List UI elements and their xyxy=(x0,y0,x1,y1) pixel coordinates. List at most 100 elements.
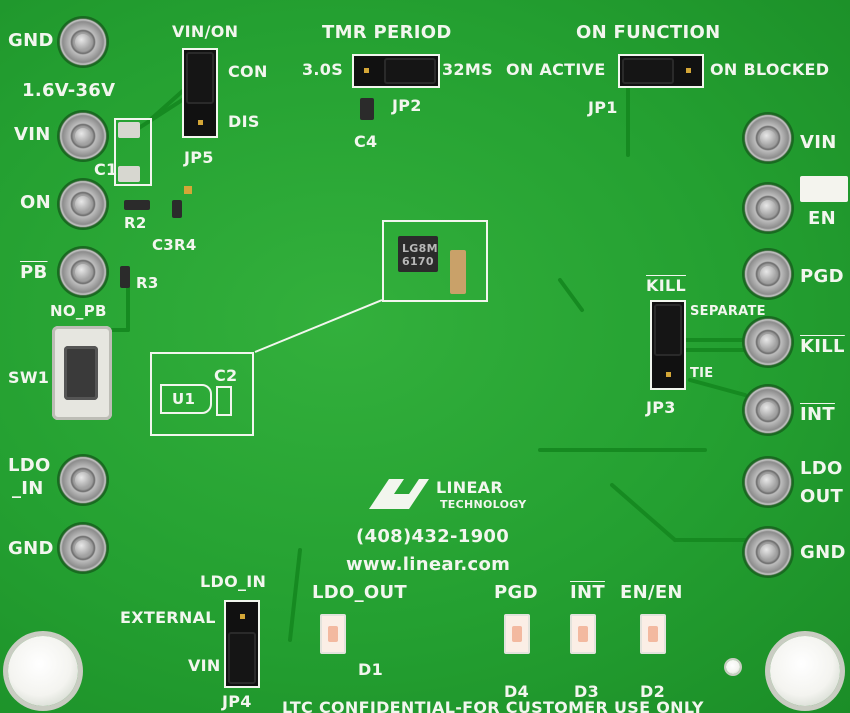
c2-component xyxy=(450,250,466,294)
jp2-jumper-cap xyxy=(384,58,436,84)
ldo-in-terminal xyxy=(59,456,107,504)
kill-terminal xyxy=(744,318,792,366)
u1-label: U1 xyxy=(172,390,196,408)
pgd-terminal xyxy=(744,250,792,298)
ldo-out-label-2: OUT xyxy=(800,486,844,507)
logo-subtext: TECHNOLOGY xyxy=(440,498,527,511)
ldo-in-label-2: _IN xyxy=(12,478,44,499)
u1-chip xyxy=(398,236,438,272)
d4-label: D4 xyxy=(504,682,530,701)
jp4-pin xyxy=(240,614,245,619)
d1-label: D1 xyxy=(358,660,384,679)
gnd-terminal-right xyxy=(744,528,792,576)
gnd-terminal-top xyxy=(59,18,107,66)
jp1-pin xyxy=(686,68,691,73)
u1-zoom-outline xyxy=(382,220,488,302)
r4-pad xyxy=(184,186,192,194)
small-hole xyxy=(726,660,740,674)
vin-left-label: VIN xyxy=(14,124,51,145)
vin-range-label: 1.6V-36V xyxy=(22,80,116,101)
jp4-jumper-cap xyxy=(228,632,256,684)
r3-label: R3 xyxy=(136,274,159,292)
en-label: EN xyxy=(808,208,836,229)
c1-pad-top xyxy=(118,122,140,138)
t3s-label: 3.0S xyxy=(302,60,344,79)
int-led-label: INT xyxy=(570,582,605,603)
gnd-bottom-label: GND xyxy=(8,538,54,559)
ldo-in-jp-label: LDO_IN xyxy=(200,572,267,591)
pgd-led-label: PGD xyxy=(494,582,538,603)
tie-label: TIE xyxy=(690,366,714,381)
c3r4-label: C3R4 xyxy=(152,236,197,254)
d2-label: D2 xyxy=(640,682,666,701)
vin-jp4-label: VIN xyxy=(188,656,221,675)
con-label: CON xyxy=(228,62,268,81)
phone-text: (408)432-1900 xyxy=(356,526,510,547)
dis-label: DIS xyxy=(228,112,260,131)
gnd-top-label: GND xyxy=(8,30,54,51)
d3-led xyxy=(570,614,596,654)
jp1-jumper-cap xyxy=(622,58,674,84)
vin-on-label: VIN/ON xyxy=(172,22,239,41)
web-text: www.linear.com xyxy=(346,554,511,575)
jp5-pin xyxy=(198,120,203,125)
int-right-label: INT xyxy=(800,404,835,425)
pb-label: PB xyxy=(20,262,48,283)
gnd-terminal-bottom xyxy=(59,524,107,572)
ldo-in-label-1: LDO xyxy=(8,455,51,476)
pgd-label: PGD xyxy=(800,266,844,287)
test-pad xyxy=(800,176,848,202)
no-pb-label: NO_PB xyxy=(50,302,107,320)
d3-label: D3 xyxy=(574,682,600,701)
jp2-label: JP2 xyxy=(392,96,422,115)
sw1-label: SW1 xyxy=(8,368,50,387)
confidential-text: LTC CONFIDENTIAL-FOR CUSTOMER USE ONLY xyxy=(282,698,704,713)
jp3-pin xyxy=(666,372,671,377)
jp3-jumper-cap xyxy=(654,304,682,356)
en-terminal xyxy=(744,184,792,232)
pb-terminal xyxy=(59,248,107,296)
linear-logo-icon xyxy=(369,479,429,509)
vin-terminal-left xyxy=(59,112,107,160)
on-active-label: ON ACTIVE xyxy=(506,60,606,79)
r2-label: R2 xyxy=(124,214,147,232)
kill-jp-label: KILL xyxy=(646,276,686,295)
jp3-label: JP3 xyxy=(646,398,676,417)
d4-led xyxy=(504,614,530,654)
en-led-label: EN/EN xyxy=(620,582,683,603)
u1-footprint xyxy=(160,384,212,414)
mounting-hole-right xyxy=(770,636,840,706)
push-button-switch xyxy=(52,326,112,420)
vin-right-label: VIN xyxy=(800,132,837,153)
gnd-right-label: GND xyxy=(800,542,846,563)
c1-outline xyxy=(114,118,152,186)
c2-footprint xyxy=(216,386,232,416)
ldo-out-led-label: LDO_OUT xyxy=(312,582,408,603)
ldo-out-terminal xyxy=(744,458,792,506)
c1-pad-bottom xyxy=(118,166,140,182)
vin-terminal-right xyxy=(744,114,792,162)
jp4-label: JP4 xyxy=(222,692,252,711)
external-label: EXTERNAL xyxy=(120,608,216,627)
tmr-period-label: TMR PERIOD xyxy=(322,22,452,43)
switch-knob xyxy=(64,346,98,400)
jp5-label: JP5 xyxy=(184,148,214,167)
int-terminal xyxy=(744,386,792,434)
jp1-label: JP1 xyxy=(588,98,618,117)
on-terminal xyxy=(59,180,107,228)
t32ms-label: 32MS xyxy=(442,60,493,79)
c1-label: C1 xyxy=(94,160,118,179)
separate-label: SEPARATE xyxy=(690,304,766,319)
chip-marking-1: LG8M xyxy=(402,242,438,255)
chip-marking-2: 6170 xyxy=(402,255,434,268)
jp5-jumper-cap xyxy=(186,52,214,104)
kill-right-label: KILL xyxy=(800,336,845,357)
mounting-hole-left xyxy=(8,636,78,706)
ldo-out-label-1: LDO xyxy=(800,458,843,479)
c3-capacitor xyxy=(172,200,182,218)
c4-capacitor xyxy=(360,98,374,120)
on-function-label: ON FUNCTION xyxy=(576,22,721,43)
jp2-pin xyxy=(364,68,369,73)
d2-led xyxy=(640,614,666,654)
